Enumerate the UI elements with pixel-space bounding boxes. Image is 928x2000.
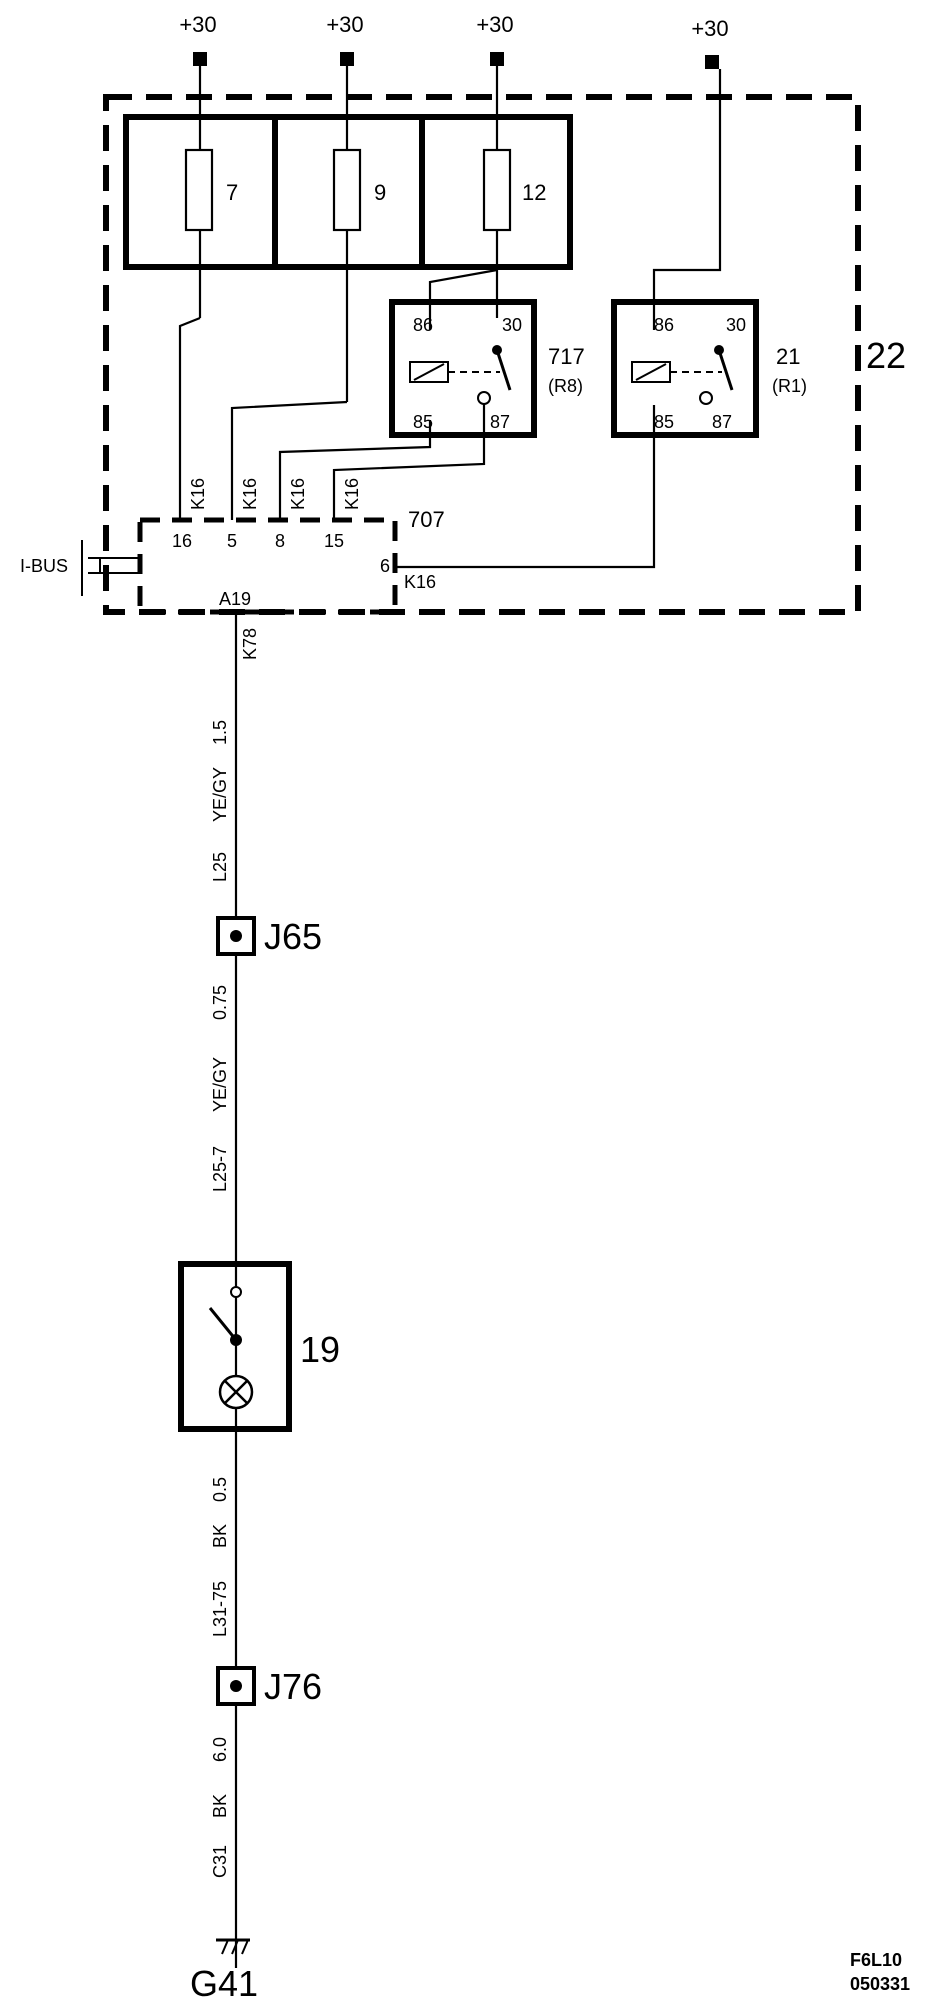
ibus-label: I-BUS	[20, 556, 68, 576]
seg4-size: 6.0	[210, 1737, 230, 1762]
ground-g41: G41	[190, 1938, 258, 2000]
relay-21-pin-85: 85	[654, 412, 674, 432]
module-707-label: 707	[408, 507, 445, 532]
fuse-9	[332, 148, 362, 232]
seg3-id: L31-75	[210, 1581, 230, 1637]
relay-21-pin-30: 30	[726, 315, 746, 335]
seg1-id: L25	[210, 852, 230, 882]
switch-19-label: 19	[300, 1329, 340, 1370]
relay-wires	[278, 69, 722, 569]
module-pin-a19: A19	[219, 589, 251, 609]
module-pin-8: 8	[275, 531, 285, 551]
module-pin-16: 16	[172, 531, 192, 551]
relay-717-sublabel: (R8)	[548, 376, 583, 396]
ibus-connector: I-BUS	[20, 540, 140, 596]
relay-21: 86 30 85 87 21 (R1)	[611, 299, 807, 438]
seg1-size: 1.5	[210, 720, 230, 745]
wire-label-k78: K78	[240, 628, 260, 660]
seg1-color: YE/GY	[210, 767, 230, 822]
relay-717-pin-87: 87	[490, 412, 510, 432]
junction-j65: J65	[216, 916, 322, 957]
module-pin-6: 6	[380, 556, 390, 576]
relay-21-sublabel: (R1)	[772, 376, 807, 396]
fuse-9-label: 9	[374, 180, 386, 205]
fuse-to-module-wires: K16 K16 K16 K16	[178, 316, 362, 520]
wire-label-k16-b: K16	[240, 478, 260, 510]
relay-717-pin-30: 30	[502, 315, 522, 335]
wire-label-k16-c: K16	[288, 478, 308, 510]
seg2-id: L25-7	[210, 1146, 230, 1192]
relay-717-label: 717	[548, 344, 585, 369]
relay-21-pin-87: 87	[712, 412, 732, 432]
ground-g41-label: G41	[190, 1963, 258, 2000]
supply-terminals: +30 +30 +30 +30	[179, 12, 729, 69]
relay-21-label: 21	[776, 344, 800, 369]
relay-21-pin-86: 86	[654, 315, 674, 335]
supply-label-1: +30	[179, 12, 216, 37]
seg2-size: 0.75	[210, 985, 230, 1020]
seg3-color: BK	[210, 1524, 230, 1548]
relay-717: 86 30 85 87 717 (R8)	[389, 299, 585, 438]
supply-terminal-3	[490, 52, 504, 66]
supply-terminal-4	[705, 55, 719, 69]
switch-lamp-19: 19	[178, 1261, 340, 1432]
fuse-12-label: 12	[522, 180, 546, 205]
seg2-color: YE/GY	[210, 1057, 230, 1112]
supply-wires	[198, 66, 499, 402]
supply-terminal-1	[193, 52, 207, 66]
module-pin-15: 15	[324, 531, 344, 551]
supply-label-3: +30	[476, 12, 513, 37]
relay-717-pin-85: 85	[413, 412, 433, 432]
wire-label-k16-d: K16	[342, 478, 362, 510]
fuse-12	[482, 148, 512, 232]
fuse-7	[184, 148, 214, 232]
supply-label-2: +30	[326, 12, 363, 37]
relay-717-pin-86: 86	[413, 315, 433, 335]
footer-code-label: F6L10	[850, 1950, 902, 1970]
fuse-7-label: 7	[226, 180, 238, 205]
fuse-relay-box-22	[103, 94, 861, 615]
junction-j76: J76	[216, 1666, 322, 1707]
module-707: 707 16 5 8 15 6 A19 K16	[137, 507, 445, 615]
module-pin-5: 5	[227, 531, 237, 551]
seg4-id: C31	[210, 1845, 230, 1878]
seg3-size: 0.5	[210, 1477, 230, 1502]
seg4-color: BK	[210, 1794, 230, 1818]
footer-date-label: 050331	[850, 1974, 910, 1994]
wire-label-k16-e: K16	[404, 572, 436, 592]
junction-j76-label: J76	[264, 1666, 322, 1707]
supply-terminal-2	[340, 52, 354, 66]
wire-label-k16-a: K16	[188, 478, 208, 510]
junction-j65-label: J65	[264, 916, 322, 957]
box-22-label: 22	[866, 335, 906, 376]
supply-label-4: +30	[691, 16, 728, 41]
footer-code: F6L10 050331	[850, 1950, 910, 1994]
